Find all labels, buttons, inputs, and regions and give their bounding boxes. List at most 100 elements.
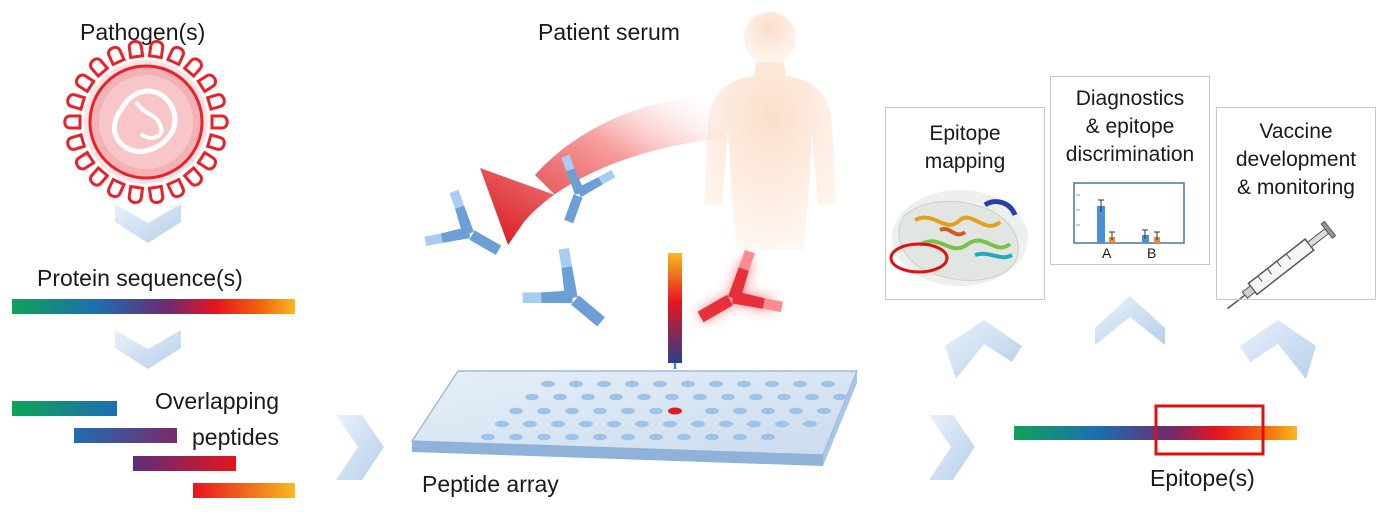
array-spot — [537, 407, 551, 415]
array-spot — [733, 433, 747, 441]
array-spot — [607, 420, 621, 428]
array-spot — [551, 420, 565, 428]
array-spot — [653, 380, 667, 388]
array-spot — [693, 393, 707, 401]
array-spot — [495, 420, 509, 428]
array-spot — [821, 380, 835, 388]
array-spot — [597, 380, 611, 388]
array-spot — [749, 393, 763, 401]
array-spot — [649, 407, 663, 415]
array-spot — [581, 393, 595, 401]
label-protein-sequences: Protein sequence(s) — [37, 265, 243, 291]
label-patient-serum: Patient serum — [538, 19, 680, 45]
array-spot — [621, 433, 635, 441]
array-spot — [805, 393, 819, 401]
chevron-up-icon — [1095, 296, 1165, 345]
label-peptide-array: Peptide array — [422, 471, 559, 497]
chevron-right-icon — [929, 415, 975, 480]
array-spot — [625, 380, 639, 388]
mini-chart-label-a: A — [1102, 245, 1112, 261]
peptide-bar — [133, 456, 236, 471]
array-spot — [509, 407, 523, 415]
mini-chart-label-b: B — [1147, 245, 1157, 261]
array-spot — [737, 380, 751, 388]
array-spot — [663, 420, 677, 428]
syringe-icon — [1227, 220, 1337, 310]
label-pathogens: Pathogen(s) — [80, 19, 206, 45]
bound-peptide-bar — [668, 253, 682, 363]
label-epitopes: Epitope(s) — [1150, 465, 1255, 491]
peptide-array-plate — [410, 370, 858, 466]
array-spot — [761, 433, 775, 441]
array-spot — [677, 433, 691, 441]
peptide-bar — [193, 483, 295, 498]
array-spot — [709, 380, 723, 388]
mini-bar-chart — [1073, 182, 1185, 244]
array-spot — [747, 420, 761, 428]
peptide-bar — [74, 428, 177, 443]
array-spot — [565, 407, 579, 415]
array-spot — [523, 420, 537, 428]
array-spot — [681, 380, 695, 388]
card-line: & monitoring — [1237, 176, 1355, 199]
antibody-icon — [522, 247, 605, 327]
card-line: Epitope — [929, 122, 1001, 145]
array-spot — [691, 420, 705, 428]
array-spot — [789, 407, 803, 415]
array-spot — [481, 433, 495, 441]
card-line: development — [1235, 148, 1357, 171]
mini-bar — [1097, 206, 1105, 243]
virus-spikes-icon — [63, 40, 229, 204]
array-spot — [705, 433, 719, 441]
array-spot — [665, 393, 679, 401]
array-spot — [765, 380, 779, 388]
array-spot — [793, 380, 807, 388]
card-line: & epitope — [1085, 115, 1175, 138]
array-spot — [775, 420, 789, 428]
chevron-down-icon — [115, 204, 181, 243]
array-spot — [719, 420, 733, 428]
card-title-diagnostics: Diagnostics & epitope discrimination — [1050, 85, 1210, 169]
array-spot — [565, 433, 579, 441]
array-spots — [481, 380, 847, 441]
array-spot — [553, 393, 567, 401]
array-spot — [761, 407, 775, 415]
array-spot — [593, 407, 607, 415]
peptide-bar — [12, 401, 117, 416]
chevron-up-icon — [945, 320, 1022, 379]
bound-spot — [668, 407, 682, 415]
array-spot — [833, 393, 847, 401]
protein-sequence-bar — [12, 299, 295, 314]
protein-structure-image — [889, 190, 1028, 286]
array-spot — [509, 433, 523, 441]
array-spot — [733, 407, 747, 415]
label-peptides: peptides — [192, 424, 279, 450]
epitope-highlight-box — [1154, 404, 1265, 456]
card-vaccine — [1216, 107, 1376, 300]
array-spot — [537, 433, 551, 441]
card-line: Diagnostics — [1075, 87, 1185, 110]
card-title-vaccine: Vaccine development & monitoring — [1216, 118, 1376, 202]
antibody-icon — [561, 154, 616, 224]
card-line: Vaccine — [1259, 120, 1333, 143]
chevron-up-icon — [1240, 320, 1316, 379]
array-spot — [525, 393, 539, 401]
array-spot — [777, 393, 791, 401]
antibody-icon — [424, 189, 502, 255]
array-spot — [593, 433, 607, 441]
array-spot — [541, 380, 555, 388]
card-epitope-mapping — [885, 107, 1045, 300]
card-title-epitope-mapping: Epitope mapping — [885, 120, 1045, 176]
chevron-right-icon — [336, 415, 384, 480]
array-spot — [579, 420, 593, 428]
chevron-down-icon — [115, 330, 181, 369]
card-line: discrimination — [1065, 143, 1195, 166]
label-overlapping: Overlapping — [155, 388, 280, 414]
array-spot — [637, 393, 651, 401]
array-spot — [569, 380, 583, 388]
bound-antibody-icon — [697, 249, 783, 323]
patient-silhouette-icon — [704, 12, 836, 250]
array-spot — [721, 393, 735, 401]
array-spot — [635, 420, 649, 428]
